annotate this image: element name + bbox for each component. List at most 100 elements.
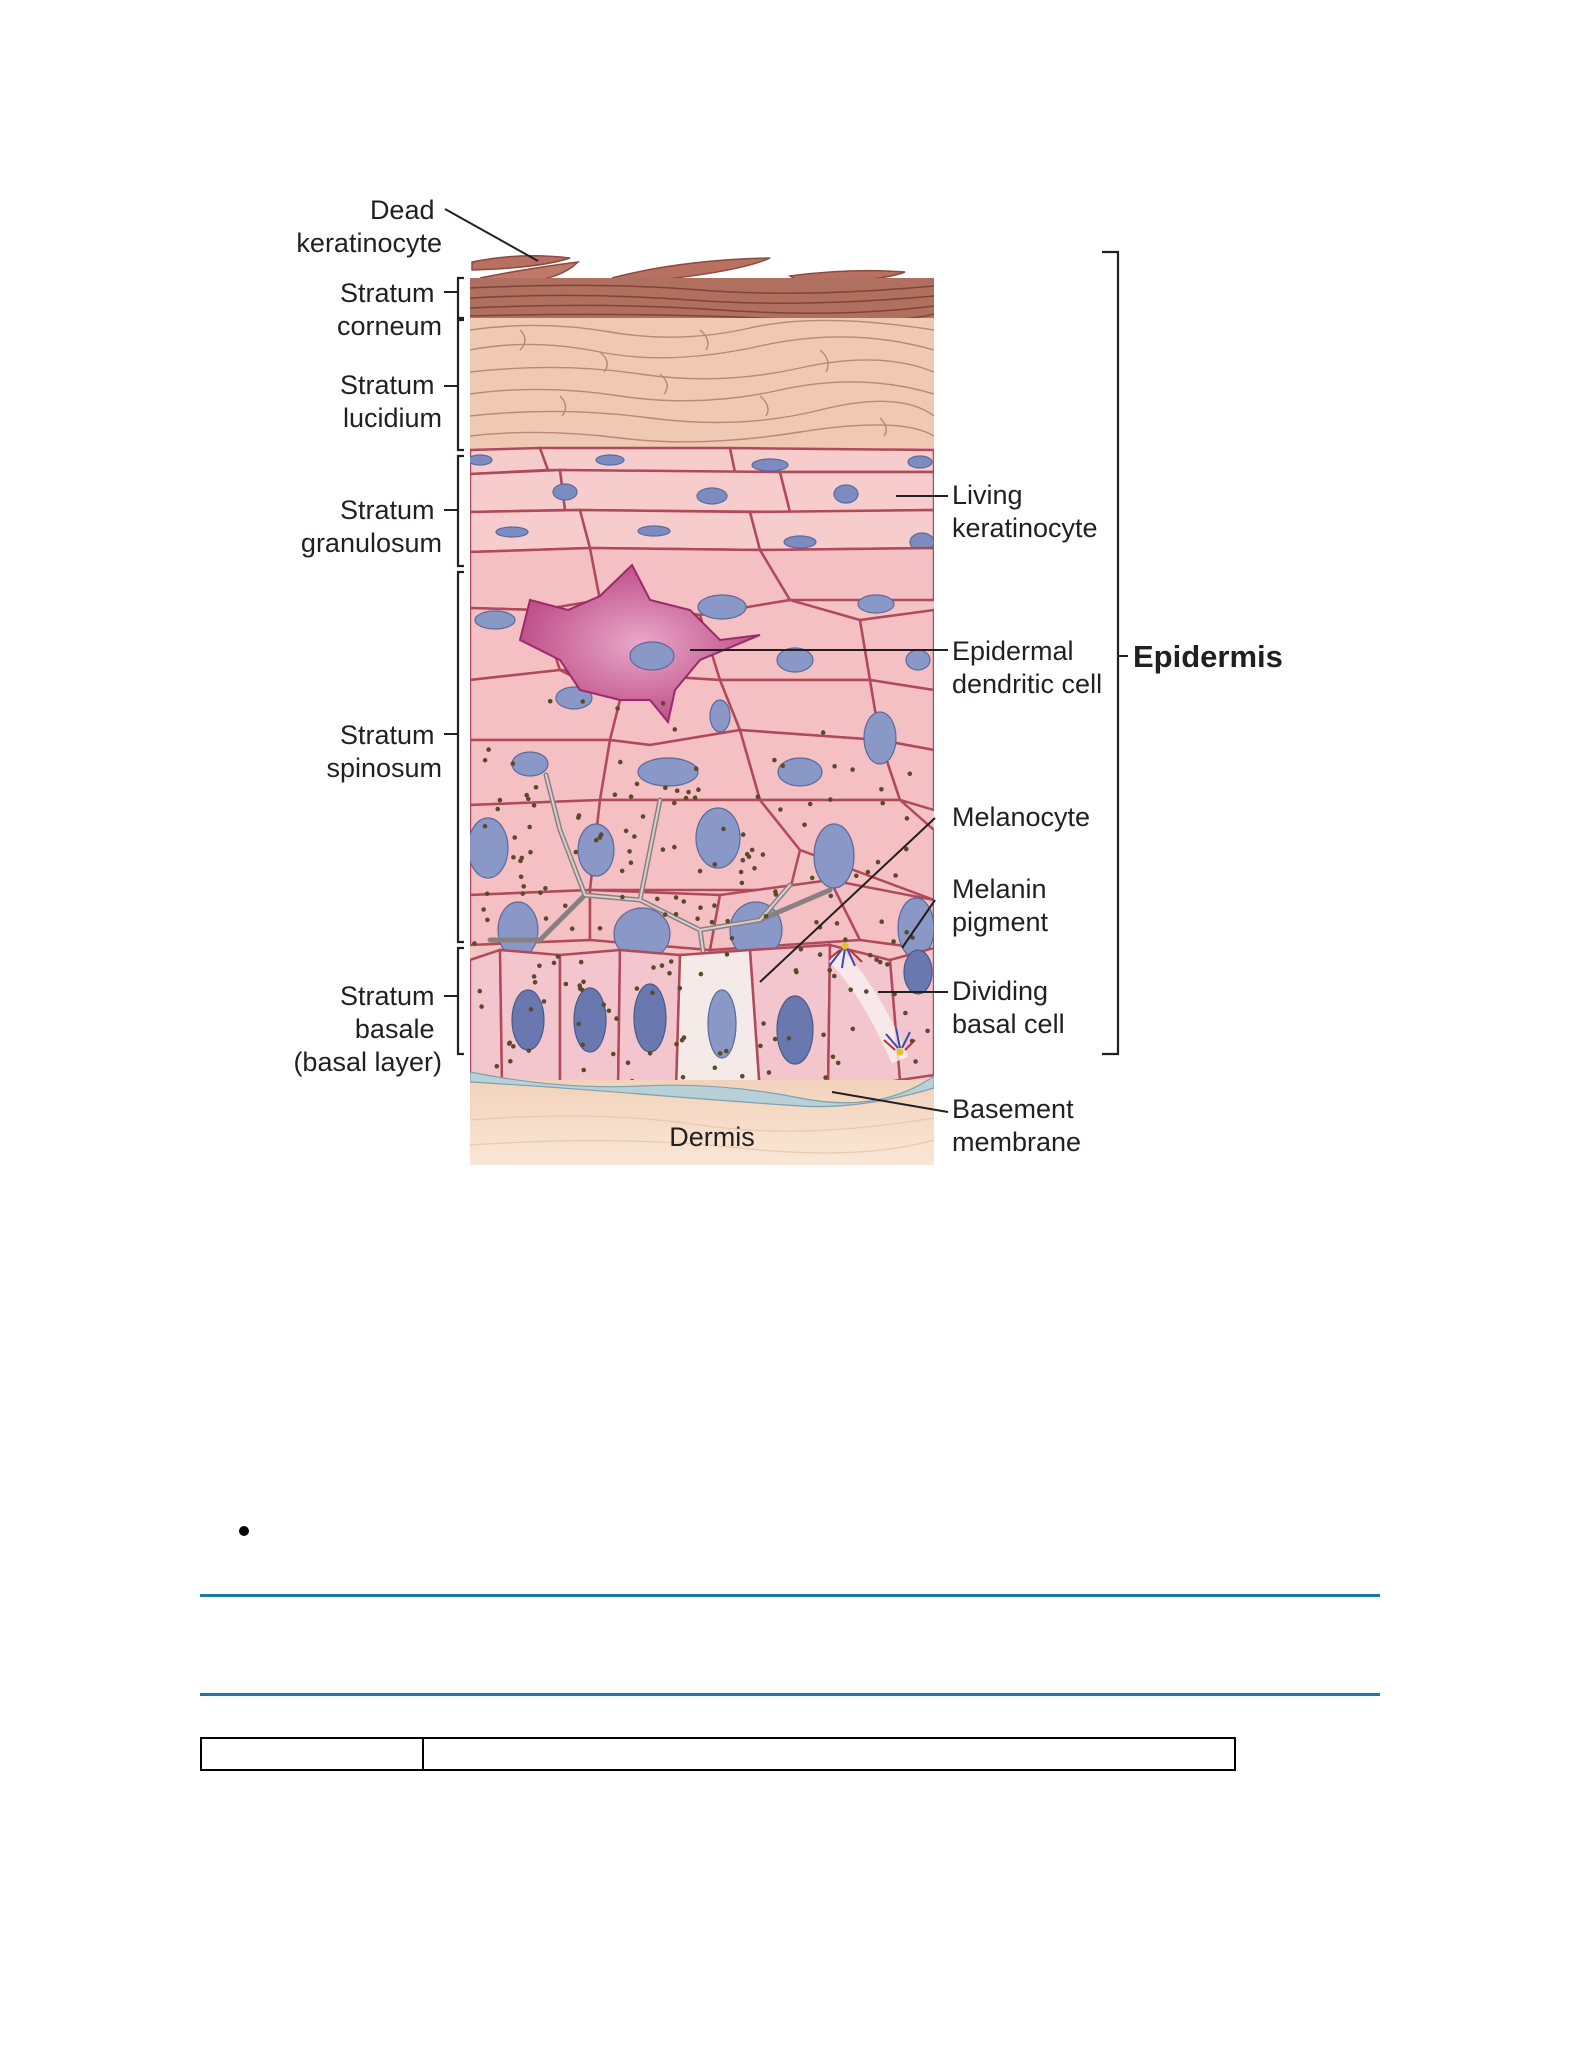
melanin-granule xyxy=(618,759,623,765)
melanin-granule xyxy=(913,1059,918,1064)
melanin-granule xyxy=(760,852,766,857)
melanin-granule xyxy=(740,857,746,863)
melanin-granule xyxy=(497,797,503,803)
melanin-granule xyxy=(623,828,629,834)
melanin-granule xyxy=(551,960,557,966)
dividing-basal-cell xyxy=(828,942,916,1064)
melanin-granule xyxy=(576,1021,582,1027)
melanin-granule xyxy=(528,849,533,855)
melanin-granule xyxy=(619,868,625,874)
melanin-granule xyxy=(606,1008,612,1014)
melanin-granule xyxy=(472,941,477,946)
label-stratum-spinosum: Stratum spinosum xyxy=(326,720,442,783)
melanin-granule xyxy=(674,1041,679,1047)
melanin-granule xyxy=(850,767,855,772)
melanin-granule xyxy=(486,747,491,752)
melanin-granule xyxy=(903,1010,908,1016)
melanin-granule xyxy=(543,886,548,891)
melanin-granule xyxy=(531,974,537,979)
melanin-granule xyxy=(843,937,848,942)
melanin-granule xyxy=(778,807,783,812)
melanin-granule xyxy=(773,889,778,894)
melanin-granule xyxy=(512,835,517,840)
basement-membrane xyxy=(470,1071,934,1108)
melanin-granule xyxy=(569,926,575,931)
melanin-granule xyxy=(597,926,603,931)
melanin-granule xyxy=(578,959,584,965)
melanin-granule xyxy=(511,855,516,860)
melanin-granule xyxy=(541,999,547,1004)
melanin-granule xyxy=(879,919,884,924)
melanin-granule xyxy=(655,896,660,902)
melanin-granule xyxy=(667,971,672,976)
melanin-granule xyxy=(482,757,488,763)
epidermal-dendritic-cell xyxy=(518,563,761,725)
melanin-granule xyxy=(814,920,819,925)
melanin-granule xyxy=(625,1060,631,1066)
spinosum-nuclei xyxy=(470,594,934,961)
melanin-granule xyxy=(659,963,665,968)
melanin-granule xyxy=(738,869,744,875)
melanin-granule xyxy=(865,869,871,875)
melanin-granule xyxy=(793,968,799,973)
melanin-granule xyxy=(739,880,745,886)
melanin-granule xyxy=(904,930,909,935)
melanin-granule xyxy=(820,730,826,735)
melanin-granule xyxy=(854,873,859,879)
melanin-granule xyxy=(744,851,750,857)
melanin-granule xyxy=(681,899,687,904)
melanin-granule xyxy=(660,701,666,706)
melanin-granule xyxy=(850,1026,856,1032)
melanin-granule xyxy=(672,800,677,806)
melanin-granule xyxy=(663,785,668,790)
melanin-granule xyxy=(614,1016,619,1021)
label-stratum-corneum: Stratum corneum xyxy=(337,278,442,341)
melanin-granule xyxy=(672,844,677,850)
epidermis-bracket xyxy=(1102,250,1120,1056)
melanin-granule xyxy=(893,873,898,878)
melanin-granule xyxy=(809,875,815,881)
melanin-granule xyxy=(555,954,561,959)
melanin-granule xyxy=(527,824,532,830)
table-cell xyxy=(202,1739,424,1769)
stratum-corneum-layer xyxy=(470,278,934,318)
melanin-granule xyxy=(601,1002,606,1007)
melanin-granule xyxy=(867,952,873,958)
section-rule-top xyxy=(200,1594,1380,1597)
melanin-granule xyxy=(521,884,526,889)
melanin-granule xyxy=(823,1075,828,1080)
label-basement-membrane: Basement membrane xyxy=(952,1094,1081,1157)
melanin-granule xyxy=(531,803,537,808)
melanin-granule xyxy=(680,1074,686,1080)
melanin-granule xyxy=(683,795,689,801)
melanin-granule xyxy=(627,849,632,854)
melanin-granule xyxy=(772,1036,778,1042)
melanin-granule xyxy=(593,837,599,843)
label-stratum-basale: Stratum basale (basal layer) xyxy=(293,981,442,1077)
melanin-granule xyxy=(761,1021,766,1026)
melanin-granule xyxy=(835,1060,841,1066)
melanin-granule xyxy=(479,1004,484,1009)
melanin-granule xyxy=(827,968,832,973)
melanin-granule xyxy=(615,706,620,711)
melanin-granule xyxy=(763,914,769,919)
melanin-granule xyxy=(632,834,637,839)
melanin-granule xyxy=(752,866,757,871)
section-rule-bottom xyxy=(200,1693,1380,1696)
label-melanocyte: Melanocyte xyxy=(952,802,1090,832)
melanin-granule xyxy=(807,801,813,807)
melanin-granule xyxy=(634,986,640,991)
melanin-granule xyxy=(611,1051,616,1057)
melanin-granule xyxy=(547,698,553,704)
melanin-granule xyxy=(740,832,746,837)
melanin-granule xyxy=(573,849,579,855)
melanin-granule xyxy=(612,792,618,797)
melanin-granule xyxy=(532,980,538,985)
melanin-granule xyxy=(879,787,884,792)
stratum-lucidium-layer xyxy=(470,318,934,448)
label-dead-keratinocyte: Dead keratinocyte xyxy=(296,195,442,258)
melanin-granule xyxy=(677,985,683,991)
melanin-granule xyxy=(686,789,691,795)
melanin-granule xyxy=(597,835,603,840)
melanin-granule xyxy=(634,781,640,787)
